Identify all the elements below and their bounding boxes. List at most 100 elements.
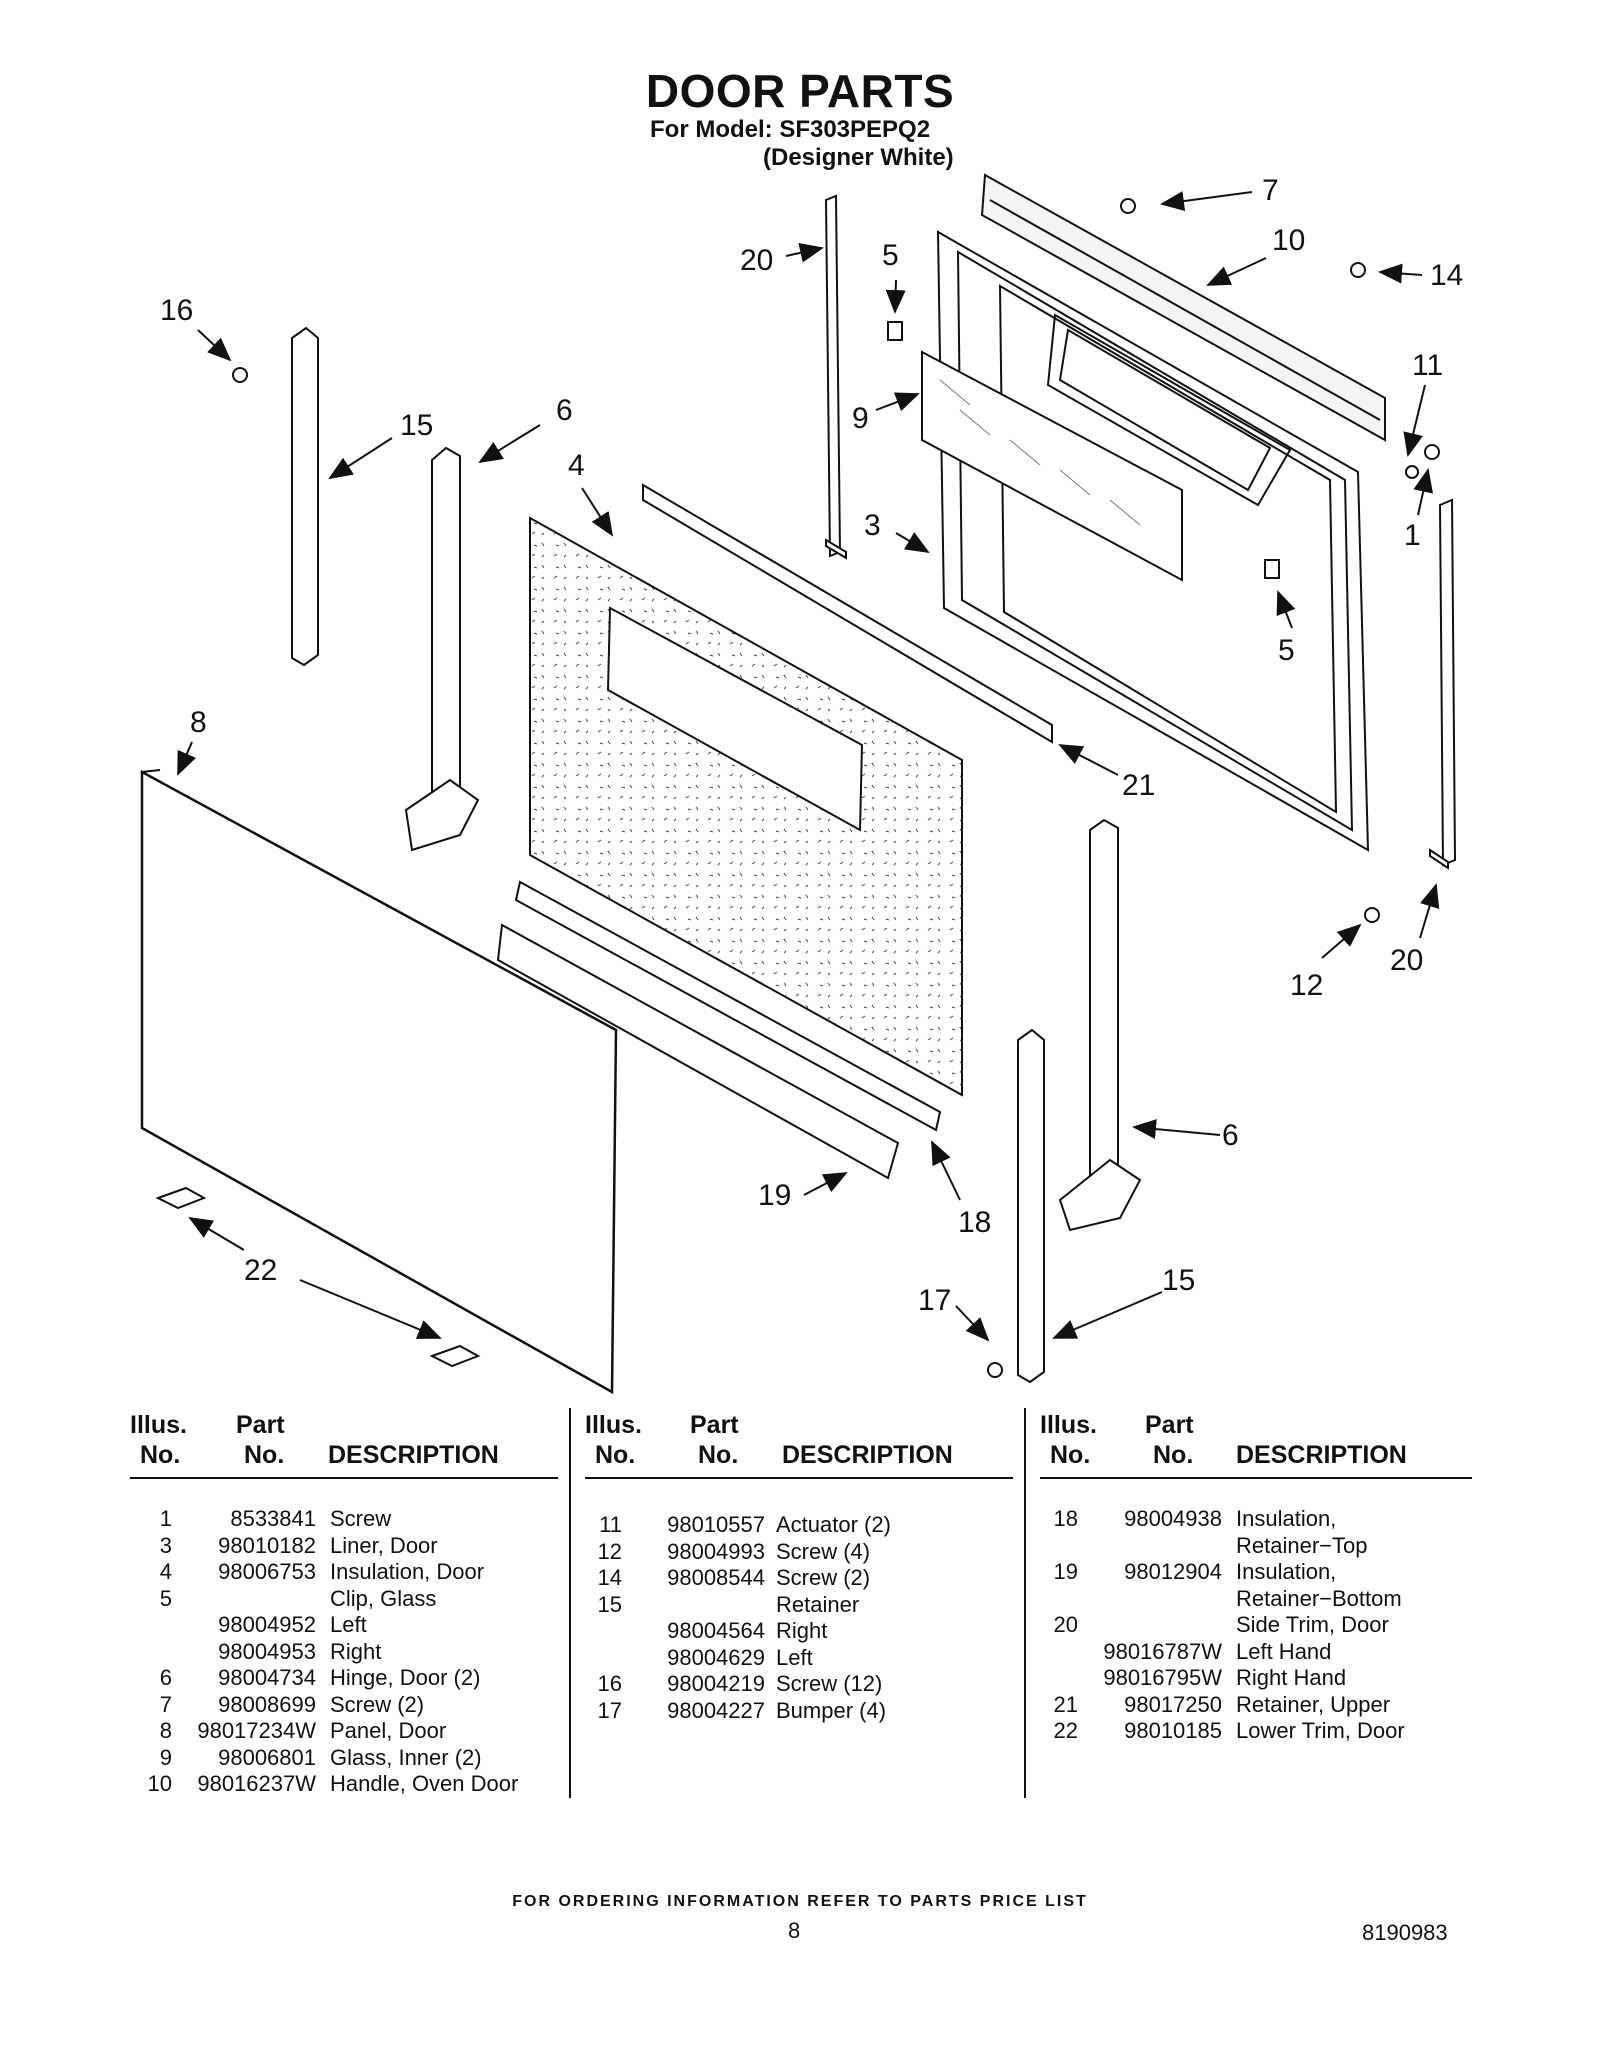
part-description: Screw (12) [776,1671,883,1696]
part-number: 98004734 [218,1665,316,1690]
callout-20-right: 20 [1390,944,1423,977]
part-description: Retainer, Upper [1236,1691,1391,1717]
part-description: Screw (2) [330,1691,425,1717]
part-description: Insulation, Door [330,1559,485,1584]
part-number: 98016237W [197,1771,316,1796]
illus-number: 14 [597,1565,622,1590]
callout-6-right: 6 [1222,1119,1239,1152]
illus-number: 12 [597,1538,622,1564]
model-line: For Model: SF303PEPQ2 [650,116,931,143]
header-illus-1: Illus. No. [130,1411,187,1469]
illus-number: 21 [1053,1691,1078,1717]
exploded-parts-diagram: 20 5 7 10 14 16 15 6 4 9 11 3 1 5 8 21 2… [140,173,1463,1395]
part-description: Retainer [776,1591,860,1617]
part-description: Retainer−Bottom [1236,1585,1402,1611]
part-description: Actuator (2) [776,1512,891,1537]
callout-22: 22 [244,1254,277,1287]
part-number: 98016795W [1103,1665,1222,1690]
glass-clip-lower [1264,559,1280,579]
part-number: 98004564 [667,1618,765,1643]
header-part-1: Part No. [236,1411,285,1469]
door-liner [936,230,1370,852]
part-description: Panel, Door [330,1718,447,1743]
part-number: 98017234W [197,1718,316,1743]
callout-17: 17 [918,1284,951,1317]
illus-number: 19 [1053,1559,1078,1584]
part-number: 98016787W [1103,1638,1222,1664]
header-desc-3: DESCRIPTION [1236,1441,1407,1469]
part-description: Right [776,1618,828,1643]
callout-5-lower: 5 [1278,634,1295,667]
page-title: DOOR PARTS [645,65,955,117]
door-panel [140,769,618,1395]
part-number: 98006753 [218,1559,316,1584]
callout-1: 1 [1404,519,1421,552]
callout-12: 12 [1290,969,1323,1002]
glass-clip-upper [887,321,903,341]
part-description: Left [776,1644,813,1670]
callout-5-upper: 5 [882,239,899,272]
header-rule-2 [585,1477,1013,1479]
part-number: 98004629 [667,1644,765,1670]
part-description: Right [330,1638,382,1664]
illus-number: 20 [1053,1612,1078,1637]
callout-9: 9 [852,402,869,435]
header-desc-1: DESCRIPTION [328,1441,499,1469]
callout-15-right: 15 [1162,1264,1195,1297]
callout-21: 21 [1122,769,1155,802]
part-description: Bumper (4) [776,1697,887,1723]
callout-20-left: 20 [740,244,773,277]
callout-3: 3 [864,509,881,542]
page-number: 8 [788,1918,801,1943]
part-number: 98004219 [667,1671,765,1696]
document-number: 8190983 [1362,1920,1448,1945]
part-number: 98012904 [1124,1559,1222,1584]
part-number: 98010557 [667,1512,765,1537]
callout-14: 14 [1430,259,1463,292]
part-number: 8533841 [230,1506,316,1531]
callout-10: 10 [1272,224,1305,257]
illus-number: 6 [159,1665,172,1690]
part-description: Right Hand [1236,1665,1347,1690]
screw-12 [1364,907,1380,923]
hinge-left [404,446,480,852]
illus-number: 8 [159,1718,172,1743]
actuator-11 [1405,465,1419,479]
illus-number: 3 [159,1532,172,1558]
header-rule-3 [1040,1477,1472,1479]
part-description: Hinge, Door (2) [330,1665,481,1690]
retainer-bottom [496,880,942,1180]
part-description: Insulation, [1236,1559,1337,1584]
illus-number: 4 [159,1559,172,1584]
part-number: 98017250 [1124,1691,1222,1717]
header-part-2: Part No. [690,1411,739,1469]
illus-number: 15 [597,1591,622,1617]
part-number: 98010182 [218,1532,316,1558]
part-description: Left Hand [1236,1638,1332,1664]
illus-number: 17 [597,1697,622,1723]
part-description: Screw (2) [776,1565,871,1590]
ordering-note: FOR ORDERING INFORMATION REFER TO PARTS … [512,1893,1088,1910]
illus-number: 5 [159,1585,172,1611]
side-trim-right [1429,498,1457,870]
illus-number: 22 [1053,1718,1078,1743]
header-part-3: Part No. [1145,1411,1194,1469]
part-description: Insulation, [1236,1506,1337,1531]
part-number: 98008544 [667,1565,765,1590]
part-description: Retainer−Top [1236,1532,1368,1558]
callout-19: 19 [758,1179,791,1212]
illus-number: 10 [147,1771,172,1796]
part-description: Lower Trim, Door [1236,1718,1405,1743]
insulation-door [529,516,963,1097]
bumper-17 [987,1362,1003,1378]
part-number: 98004227 [667,1697,765,1723]
part-description: Handle, Oven Door [330,1771,519,1796]
hinge-right [1058,818,1142,1232]
part-description: Liner, Door [330,1532,438,1558]
illus-number: 16 [597,1671,622,1696]
part-description: Side Trim, Door [1236,1612,1389,1637]
part-number: 98004993 [667,1538,765,1564]
retainer-upper [642,483,1053,744]
retainer-15-right [1017,1028,1045,1384]
callout-16: 16 [160,294,193,327]
